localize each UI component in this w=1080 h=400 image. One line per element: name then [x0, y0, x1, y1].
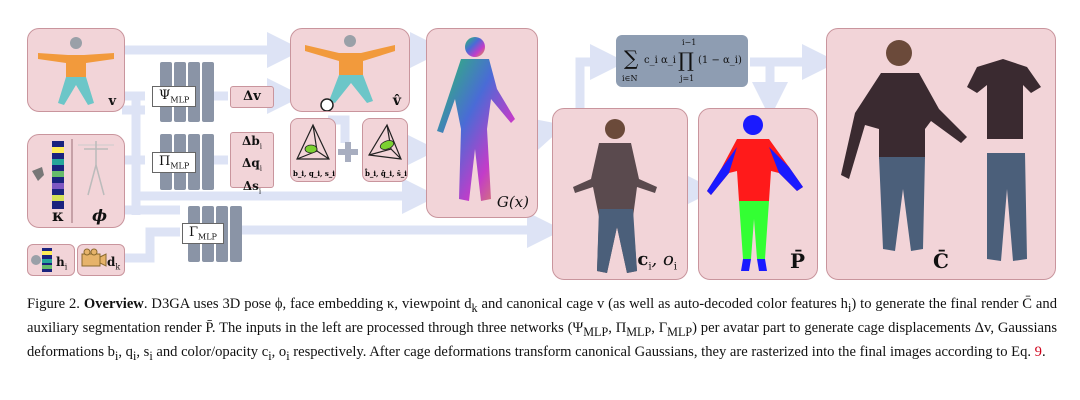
color-opacity-panel: ci, oi	[552, 108, 688, 280]
gamma-mlp-network: ΓMLP	[182, 223, 224, 244]
deformation-field-panel: G(x)	[426, 28, 538, 218]
canonical-gaussian-label: b_i, q_i, s_i	[293, 169, 335, 178]
gaussian-deltas-output: Δbi Δqi Δsi	[230, 132, 274, 188]
final-render-panel: C̄	[826, 28, 1056, 280]
deformed-cage-label: v̂	[393, 93, 401, 109]
caption-figure-number: Figure 2.	[27, 296, 80, 312]
deformed-gaussian-label: b̂_i, q̂_i, ŝ_i	[365, 169, 407, 178]
deformed-gaussians-panel: b̂_i, q̂_i, ŝ_i	[362, 118, 408, 182]
equation-reference-link[interactable]: 9	[1035, 344, 1042, 360]
formula-glyphs: ∑ i∈N c_i α_i i−1 ∏ j=1 (1 − α_i)	[616, 35, 748, 87]
caption-title: Overview	[84, 296, 144, 312]
volume-rendering-formula: ∑ i∈N c_i α_i i−1 ∏ j=1 (1 − α_i)	[616, 35, 748, 87]
deformation-field-label: G(x)	[497, 193, 529, 211]
formula-sum-sub: i∈N	[622, 74, 637, 83]
delta-v-output: Δv	[230, 86, 274, 108]
plus-icon	[336, 140, 360, 164]
pi-mlp-network: ΠMLP	[152, 152, 196, 173]
final-render-avatar	[827, 29, 1055, 279]
segmentation-label: P̄	[790, 249, 805, 273]
segmentation-panel: P̄	[698, 108, 818, 280]
overview-figure: v κ ϕ hi	[0, 0, 1080, 290]
formula-prod-bottom: j=1	[679, 74, 694, 83]
deformed-cage-panel: v̂	[290, 28, 410, 112]
formula-term: c_i α_i	[644, 55, 676, 66]
svg-text:∏: ∏	[678, 48, 694, 72]
formula-factor: (1 − α_i)	[698, 55, 742, 66]
svg-text:∑: ∑	[624, 46, 639, 70]
psi-mlp-network: ΨMLP	[152, 86, 196, 107]
canonical-gaussians-panel: b_i, q_i, s_i	[290, 118, 336, 182]
final-render-label: C̄	[933, 249, 949, 273]
formula-prod-top: i−1	[682, 38, 696, 47]
color-opacity-label: ci, oi	[637, 249, 677, 273]
deformed-avatar-figure	[291, 29, 409, 111]
gaussian-splat-figure	[427, 29, 537, 217]
figure-caption: Figure 2. Overview. D3GA uses 3D pose ϕ,…	[27, 294, 1057, 366]
